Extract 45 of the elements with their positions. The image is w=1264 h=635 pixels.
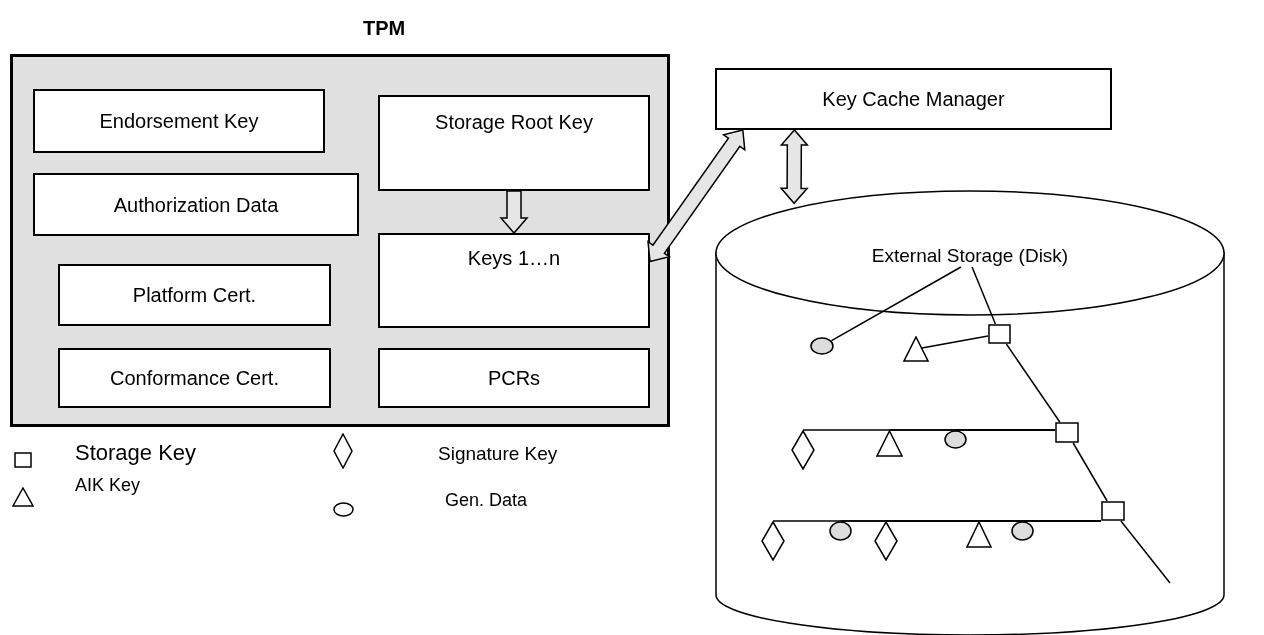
box-label: Platform Cert. xyxy=(131,283,258,307)
connector-line xyxy=(971,266,997,325)
connector-line xyxy=(830,266,962,342)
legend-label: Signature Key xyxy=(438,443,558,465)
triangle-symbol xyxy=(966,521,992,548)
triangle-symbol xyxy=(876,430,903,457)
block-arrow xyxy=(499,190,529,235)
diamond-symbol xyxy=(791,430,815,470)
box-label: Endorsement Key xyxy=(98,109,260,133)
component-box xyxy=(58,348,331,408)
component-box xyxy=(33,89,325,153)
box-label: Key Cache Manager xyxy=(821,87,1006,111)
connector-line xyxy=(954,429,1056,431)
connector-line xyxy=(1120,520,1171,584)
component-box xyxy=(378,233,650,328)
legend-label: AIK Key xyxy=(75,475,141,496)
block-arrow xyxy=(779,128,809,205)
connector-line xyxy=(1072,442,1108,502)
component-box xyxy=(715,68,1112,130)
box-label: Keys 1…n xyxy=(466,247,562,270)
circle-symbol xyxy=(944,430,967,449)
box-label: PCRs xyxy=(486,366,542,390)
connector-line xyxy=(921,335,989,349)
legend-label: Storage Key xyxy=(75,440,197,466)
block-arrow xyxy=(647,129,746,263)
square-symbol xyxy=(988,324,1011,344)
component-box xyxy=(378,348,650,408)
connector-line xyxy=(1005,343,1061,423)
diamond-symbol xyxy=(761,521,785,561)
storage-label: External Storage (Disk) xyxy=(870,245,1070,267)
circle-symbol xyxy=(829,521,852,541)
triangle-symbol xyxy=(903,336,929,362)
box-label: Conformance Cert. xyxy=(109,366,280,390)
storage-cylinder xyxy=(715,190,1225,635)
circle-symbol xyxy=(810,337,834,355)
box-label: Authorization Data xyxy=(112,193,280,216)
square-symbol xyxy=(1055,422,1079,443)
panel-title: TPM xyxy=(363,17,406,40)
box-label: Storage Root Key xyxy=(434,111,594,134)
diamond-symbol xyxy=(874,521,898,561)
component-box xyxy=(378,95,650,191)
square-symbol xyxy=(1101,501,1125,521)
legend-label: Gen. Data xyxy=(445,490,528,511)
component-box xyxy=(33,173,359,236)
component-box xyxy=(58,264,331,326)
